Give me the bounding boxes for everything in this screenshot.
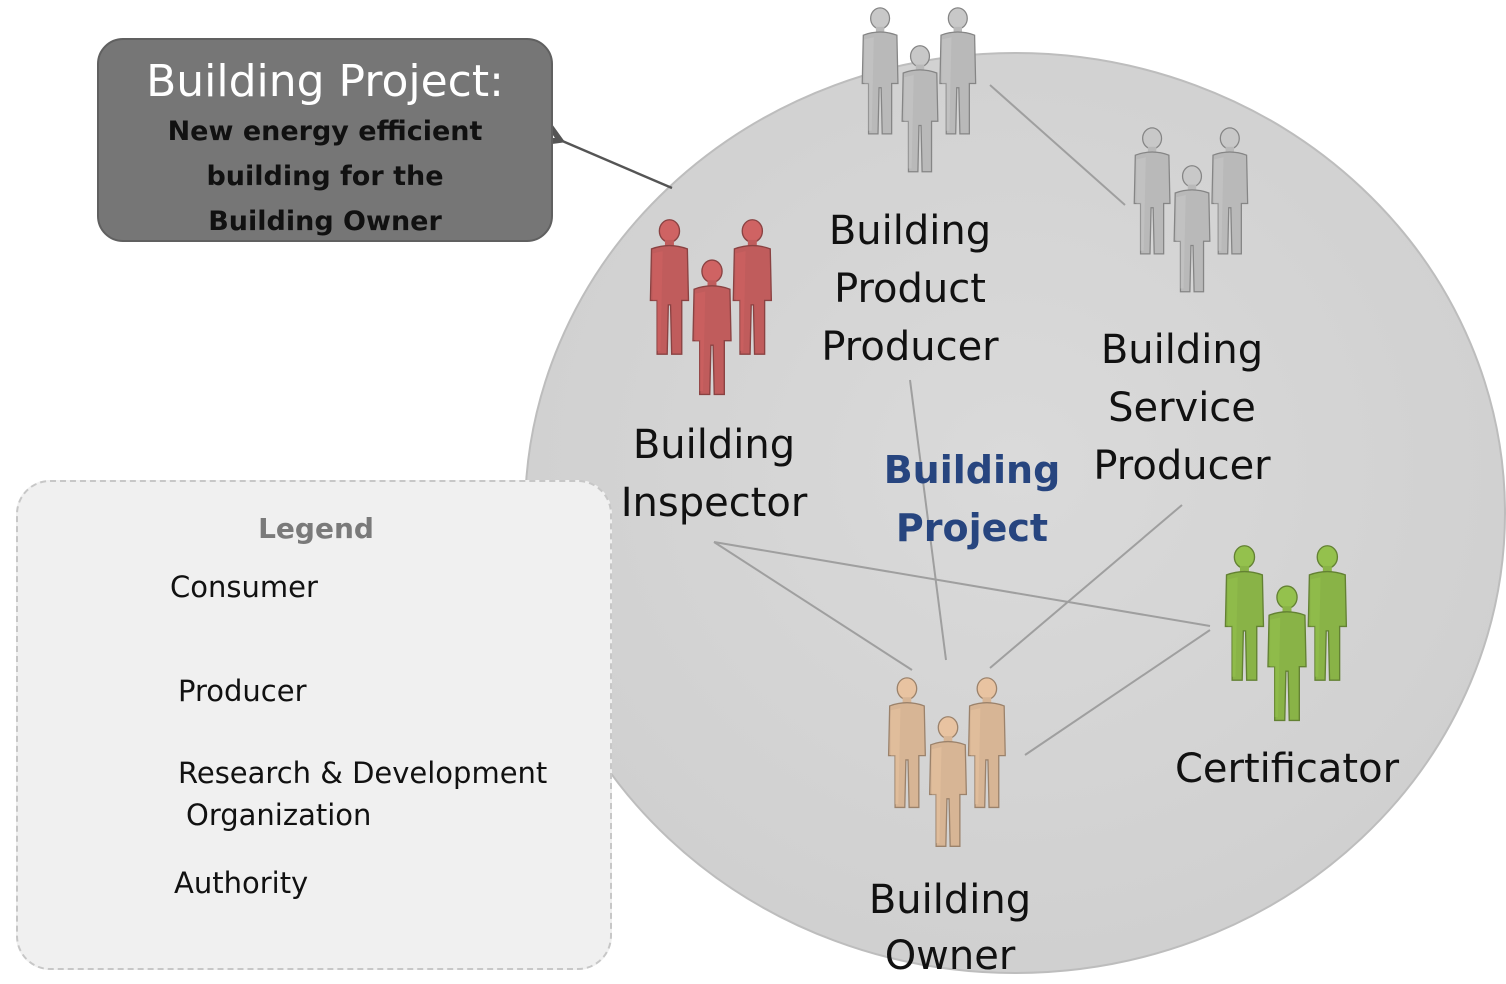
label-inspector: Building Inspector [621, 416, 808, 532]
people-group-service-producer [1133, 127, 1249, 293]
edge-service_producer-owner [989, 504, 1183, 669]
people-group-owner [887, 677, 1006, 847]
label-line: Producer [1093, 443, 1271, 489]
label-line: Certificator [1174, 746, 1400, 792]
center-label-line: Project [895, 506, 1049, 550]
legend-title: Legend [258, 512, 374, 545]
project-description-line: New energy efficient [167, 116, 483, 147]
legend: Legend Consumer Producer Research & Deve… [16, 480, 612, 970]
project-description: New energy efficient building for the Bu… [99, 109, 551, 244]
pointer-arrow [560, 140, 673, 190]
label-line: Building [1100, 327, 1264, 373]
label-line: Service [1108, 385, 1256, 431]
legend-label-authority: Authority [174, 866, 309, 900]
label-certificator: Certificator [1175, 740, 1399, 798]
label-line: Building [828, 208, 992, 254]
edge-inspector-owner [713, 541, 913, 671]
label-line: Inspector [620, 480, 808, 526]
people-group-certificator [1224, 545, 1348, 722]
project-title-box: Building Project: New energy efficient b… [97, 38, 553, 242]
center-label-line: Building [883, 448, 1061, 492]
project-title: Building Project: [146, 56, 504, 107]
project-description-line: building for the [206, 161, 444, 192]
label-line: Product [834, 266, 986, 312]
label-service-producer: Building Service Producer [1093, 321, 1270, 495]
center-label: Building Project [884, 441, 1061, 557]
project-description-line: Building Owner [208, 206, 442, 237]
legend-label-rnd: Research & Development [178, 756, 548, 790]
legend-label-rnd-line2: Organization [186, 798, 372, 832]
label-line: Building [632, 422, 796, 468]
legend-label-consumer: Consumer [170, 570, 318, 604]
label-owner: Building Owner [869, 872, 1031, 984]
connection-lines [713, 84, 1211, 756]
people-group-inspector [649, 219, 773, 396]
label-line: Building [868, 877, 1032, 923]
label-product-producer: Building Product Producer [821, 202, 998, 376]
edge-product_producer-owner [909, 379, 947, 661]
legend-label-producer: Producer [178, 674, 307, 708]
label-line: Owner [884, 933, 1016, 979]
edge-inspector-certificator [713, 541, 1211, 627]
people-group-product-producer [861, 7, 977, 173]
edge-certificator-owner [1024, 629, 1211, 756]
edge-product_producer-service_producer [989, 84, 1126, 206]
label-line: Producer [821, 324, 999, 370]
